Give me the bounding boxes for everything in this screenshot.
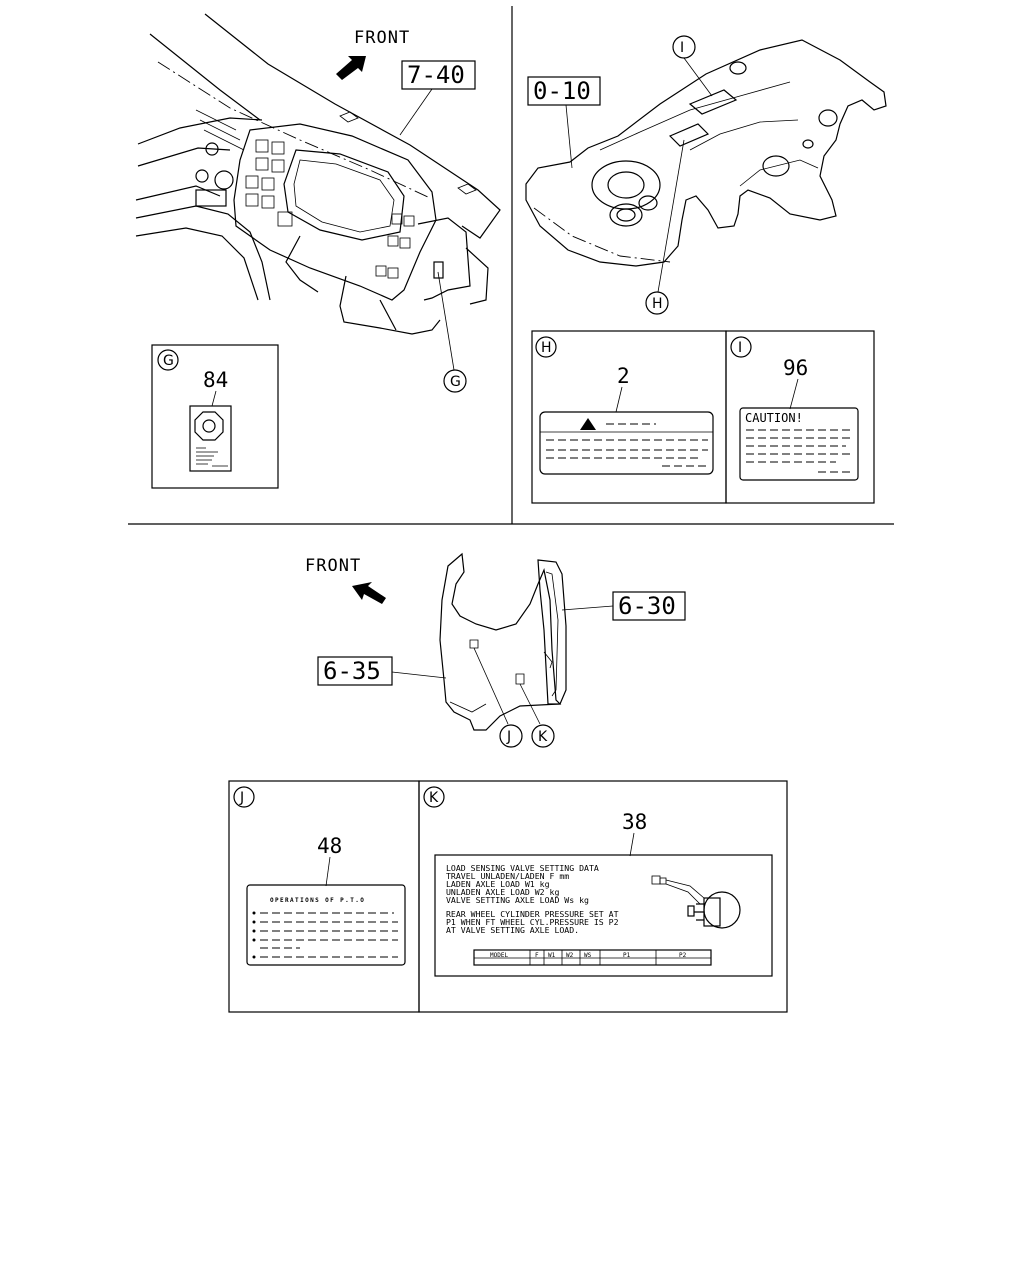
table-header-w1: W1 bbox=[548, 952, 556, 959]
ref-box-frame bbox=[527, 76, 601, 106]
callout-h-circle bbox=[645, 291, 669, 315]
detail-k: K 38 LOAD SENSING VALVE SETTING DATA TRA… bbox=[418, 780, 788, 1013]
label-2-sticker bbox=[539, 411, 714, 475]
front-label-top: FRONT bbox=[354, 28, 410, 48]
lsv-line-3: LADEN AXLE LOAD W1 kg bbox=[446, 879, 550, 889]
front-label-bottom: FRONT bbox=[305, 556, 361, 576]
front-arrow-top-icon bbox=[336, 56, 366, 80]
callout-k-letter: K bbox=[538, 729, 548, 745]
callout-i-circle bbox=[672, 35, 696, 59]
detail-k-letter: K bbox=[429, 790, 439, 806]
detail-j: J 48 OPERATIONS OF P.T.O bbox=[228, 780, 420, 1013]
lsv-line-1: LOAD SENSING VALVE SETTING DATA bbox=[446, 863, 599, 873]
table-header-ws: WS bbox=[584, 952, 592, 959]
panel-drawing: FRONT 6-30 6-35 J K bbox=[305, 552, 686, 748]
callout-g-circle bbox=[443, 369, 467, 393]
valve-illustration-icon bbox=[651, 875, 741, 929]
table-header-p2: P2 bbox=[679, 952, 687, 959]
callout-k-circle bbox=[531, 724, 555, 748]
detail-h: H 2 bbox=[531, 330, 727, 504]
callout-h-letter: H bbox=[652, 296, 663, 312]
lsv-line-6: REAR WHEEL CYLINDER PRESSURE SET AT bbox=[446, 909, 619, 919]
label-48-sticker bbox=[246, 884, 406, 966]
detail-g-part-no: 84 bbox=[203, 368, 228, 392]
caution-text: CAUTION! bbox=[745, 411, 803, 425]
table-header-model: MODEL bbox=[490, 952, 508, 959]
ref-label-panel-left: 6-35 bbox=[323, 657, 381, 685]
callout-i-letter: I bbox=[680, 40, 684, 56]
ref-box-panel-left bbox=[317, 656, 393, 686]
warning-triangle-icon bbox=[580, 418, 596, 430]
lsv-text-block: LOAD SENSING VALVE SETTING DATA TRAVEL U… bbox=[446, 863, 619, 935]
lsv-line-2: TRAVEL UNLADEN/LADEN F mm bbox=[446, 871, 569, 881]
ref-label-frame: 0-10 bbox=[533, 77, 591, 105]
detail-j-letter: J bbox=[239, 790, 244, 806]
callout-j-circle bbox=[499, 724, 523, 748]
detail-h-part-no: 2 bbox=[617, 364, 630, 388]
detail-g: G 84 bbox=[151, 344, 279, 489]
ref-label-dash: 7-40 bbox=[407, 61, 465, 89]
detail-g-letter: G bbox=[163, 353, 174, 369]
ref-box-dash bbox=[401, 60, 476, 90]
lsv-table: MODEL F W1 W2 WS P1 P2 bbox=[473, 949, 712, 966]
table-header-w2: W2 bbox=[566, 952, 574, 959]
detail-j-part-no: 48 bbox=[317, 834, 342, 858]
front-arrow-bottom-icon bbox=[352, 582, 386, 604]
lsv-line-7: P1 WHEN FT WHEEL CYL.PRESSURE IS P2 bbox=[446, 917, 619, 927]
detail-h-letter: H bbox=[541, 340, 552, 356]
label-84-sticker bbox=[189, 405, 232, 472]
dashboard-drawing: FRONT 7-40 bbox=[135, 13, 501, 393]
detail-i-part-no: 96 bbox=[783, 356, 808, 380]
label-38-sticker bbox=[434, 854, 773, 977]
pto-title: OPERATIONS OF P.T.O bbox=[270, 897, 365, 904]
lsv-line-4: UNLADEN AXLE LOAD W2 kg bbox=[446, 887, 559, 897]
ref-box-panel-right bbox=[612, 591, 686, 621]
detail-i-letter: I bbox=[738, 340, 742, 356]
table-header-p1: P1 bbox=[623, 952, 631, 959]
detail-k-part-no: 38 bbox=[622, 810, 647, 834]
callout-g-letter: G bbox=[450, 374, 461, 390]
lsv-line-8: AT VALVE SETTING AXLE LOAD. bbox=[446, 925, 579, 935]
lsv-line-5: VALVE SETTING AXLE LOAD Ws kg bbox=[446, 895, 589, 905]
label-96-sticker bbox=[739, 407, 859, 481]
table-header-f: F bbox=[535, 952, 539, 959]
ref-label-panel-right: 6-30 bbox=[618, 592, 676, 620]
detail-i: I 96 CAUTION! bbox=[725, 330, 875, 504]
callout-j-letter: J bbox=[506, 729, 511, 745]
frame-drawing: 0-10 I H bbox=[525, 35, 887, 315]
